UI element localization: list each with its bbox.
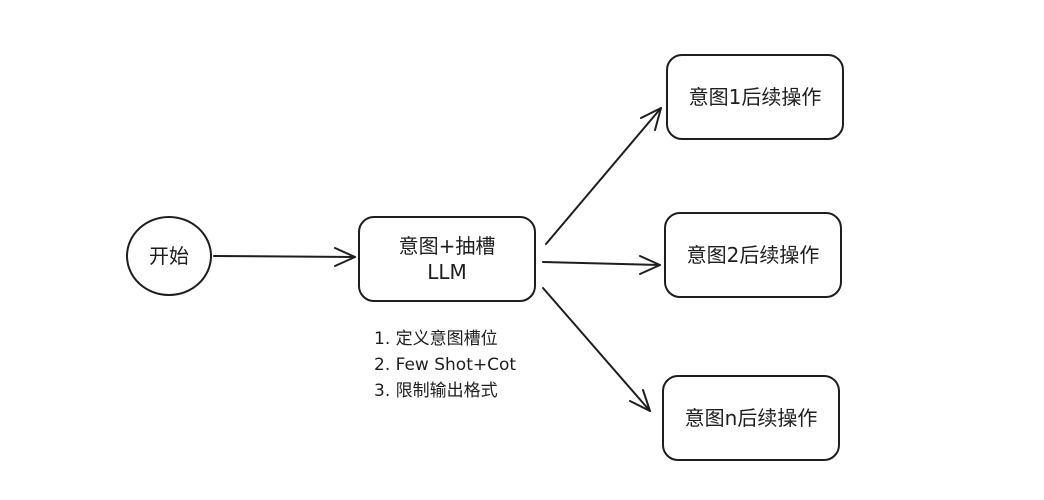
intent-n-followup-label: 意图n后续操作 [684,406,818,430]
note-item: 3. 限制输出格式 [374,381,498,401]
intent-slot-llm-node: 意图+抽槽 LLM [358,216,536,302]
note-item: 1. 定义意图槽位 [374,329,498,349]
start-node: 开始 [126,216,212,296]
arrow-llm-to-intent-1 [545,107,662,245]
intent-2-followup-label: 意图2后续操作 [686,243,820,267]
llm-notes-list: 1. 定义意图槽位 2. Few Shot+Cot 3. 限制输出格式 [374,326,516,404]
arrow-llm-to-intent-n [542,287,651,412]
intent-1-followup-label: 意图1后续操作 [688,85,822,109]
llm-label: LLM [427,260,467,284]
intent-slot-label: 意图+抽槽 [398,234,496,258]
arrow-llm-to-intent-2 [542,255,661,275]
start-node-label: 开始 [149,244,189,268]
arrow-start-to-llm [213,247,356,267]
intent-2-followup-node: 意图2后续操作 [664,212,842,298]
intent-1-followup-node: 意图1后续操作 [666,54,844,140]
note-item: 2. Few Shot+Cot [374,355,517,375]
intent-n-followup-node: 意图n后续操作 [662,375,840,461]
